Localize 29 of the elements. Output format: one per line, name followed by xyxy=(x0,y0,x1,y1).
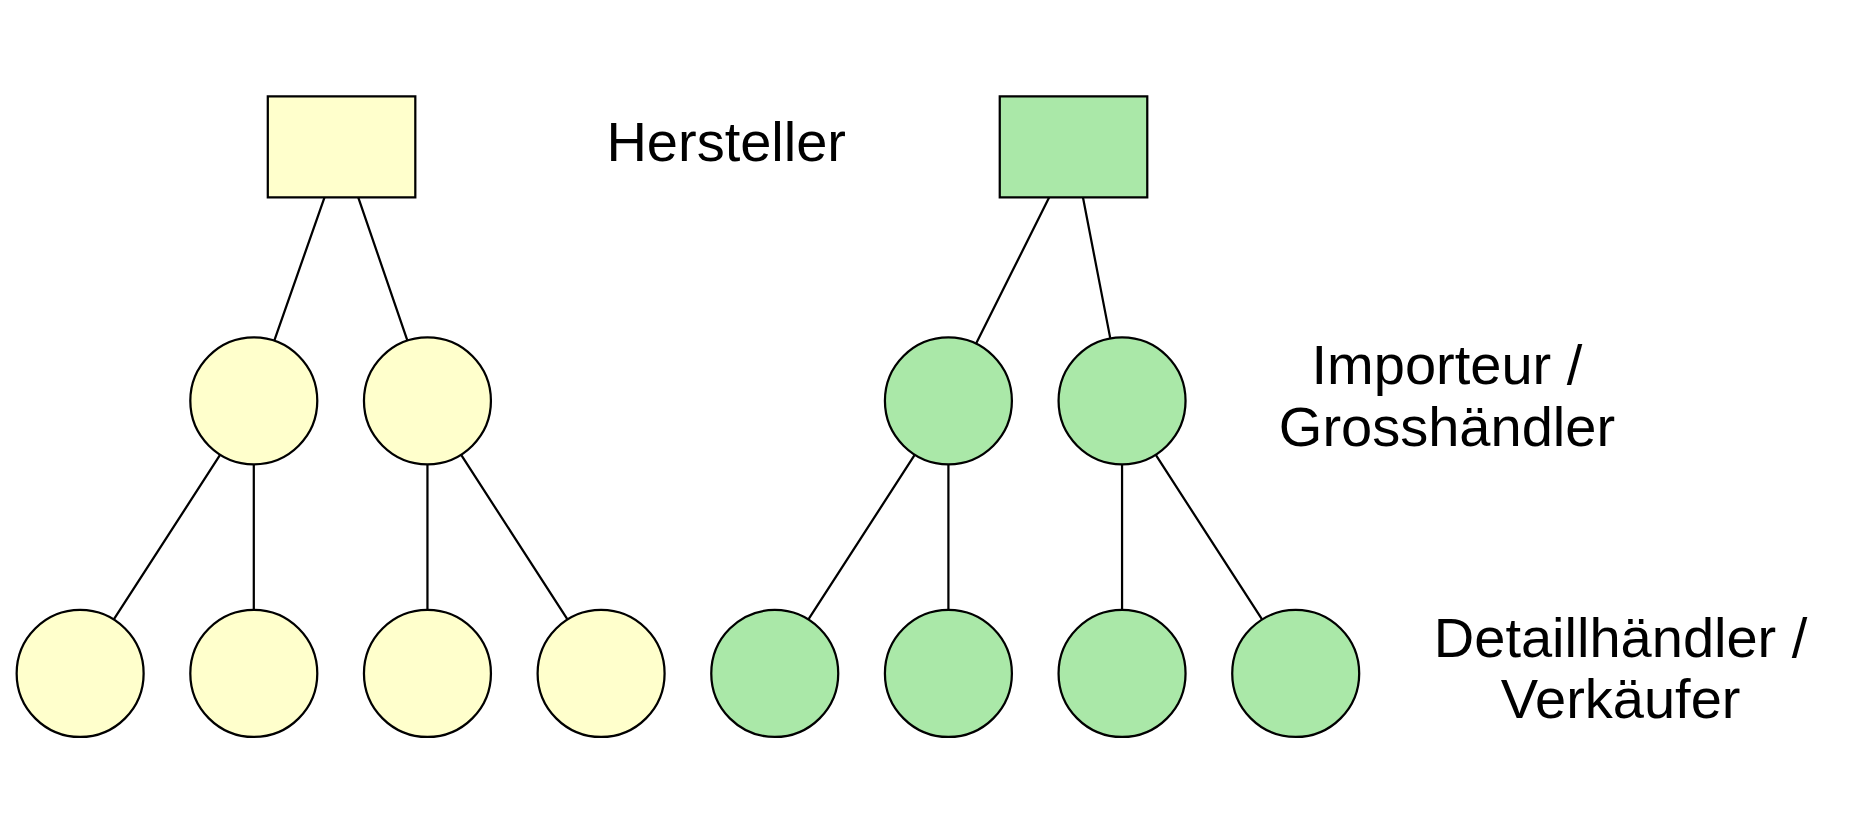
connector xyxy=(1081,196,1112,338)
connector xyxy=(273,196,326,341)
connector xyxy=(1155,454,1263,620)
node-circle xyxy=(883,608,1013,738)
node-box xyxy=(266,94,417,198)
node-circle xyxy=(1057,335,1187,465)
node-circle xyxy=(362,335,493,465)
connector xyxy=(947,463,950,609)
node-circle xyxy=(710,608,840,738)
connector xyxy=(357,196,409,341)
connector xyxy=(113,454,221,620)
connector xyxy=(252,463,255,609)
node-circle xyxy=(1057,608,1187,738)
node-circle xyxy=(1231,608,1361,738)
node-circle xyxy=(362,608,493,738)
node-circle xyxy=(15,608,145,738)
connector xyxy=(460,454,569,620)
label: Hersteller xyxy=(606,109,847,173)
connector xyxy=(1120,463,1124,609)
label: Detaillhändler / Verkäufer xyxy=(1433,605,1808,730)
connector xyxy=(426,463,429,609)
label: Importeur / Grosshändler xyxy=(1278,332,1616,458)
node-circle xyxy=(883,335,1013,465)
node-circle xyxy=(189,608,319,738)
node-circle xyxy=(536,608,666,738)
node-circle xyxy=(189,335,319,465)
node-box xyxy=(998,94,1149,198)
connector xyxy=(807,454,916,620)
connector xyxy=(975,196,1051,344)
